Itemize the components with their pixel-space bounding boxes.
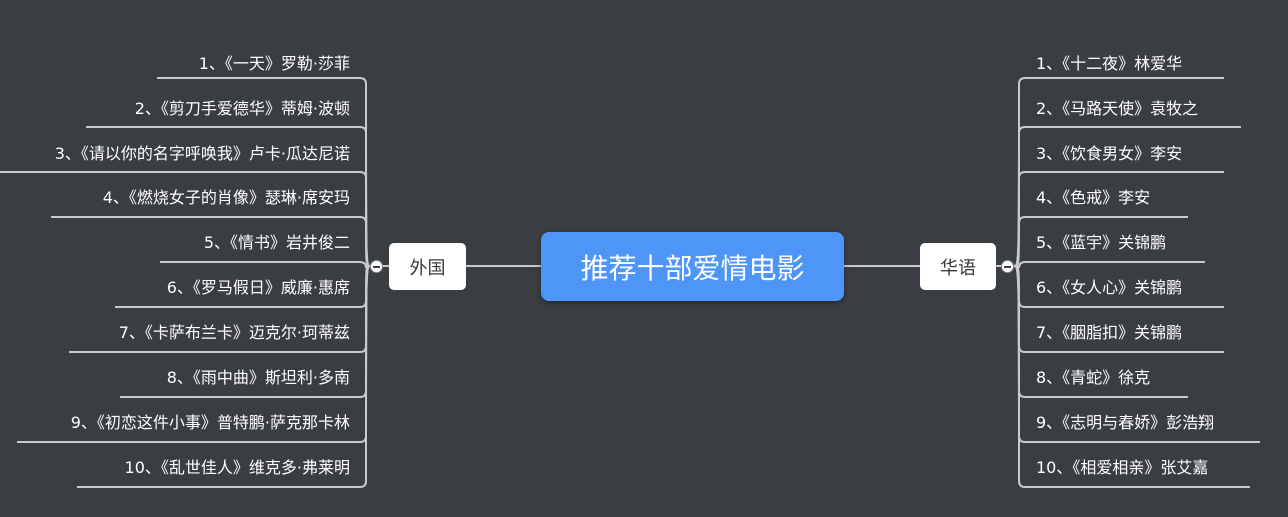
connector-chinese-leaf	[1013, 216, 1188, 267]
leaf-topic[interactable]: 1、《十二夜》林爱华	[1036, 54, 1183, 73]
central-topic[interactable]: 推荐十部爱情电影	[541, 232, 844, 301]
leaf-topic[interactable]: 4、《燃烧女子的肖像》瑟琳·席安玛	[102, 188, 350, 207]
leaf-topic[interactable]: 10、《乱世佳人》维克多·弗莱明	[124, 458, 350, 477]
leaf-topic[interactable]: 8、《雨中曲》斯坦利·多南	[166, 368, 350, 387]
branch-topic-label: 华语	[940, 257, 976, 279]
leaf-topic[interactable]: 1、《一天》罗勒·莎菲	[198, 54, 350, 73]
leaf-topic[interactable]: 6、《罗马假日》威廉·惠席	[166, 278, 350, 297]
leaf-topic[interactable]: 9、《初恋这件小事》普特鹏·萨克那卡林	[70, 413, 350, 432]
leaf-topic[interactable]: 5、《蓝宇》关锦鹏	[1036, 233, 1167, 252]
leaf-topic[interactable]: 7、《胭脂扣》关锦鹏	[1036, 323, 1183, 342]
connector-chinese-leaf	[1013, 261, 1205, 269]
collapse-toggle-foreign[interactable]	[370, 260, 383, 273]
leaf-topic[interactable]: 2、《剪刀手爱德华》蒂姆·波顿	[134, 99, 350, 118]
leaf-topic[interactable]: 5、《情书》岩井俊二	[203, 233, 350, 252]
branch-topic-foreign[interactable]: 外国	[389, 243, 466, 290]
leaf-topic[interactable]: 3、《请以你的名字呼唤我》卢卡·瓜达尼诺	[54, 144, 350, 163]
connector-foreign-leaf	[51, 216, 371, 267]
central-topic-label: 推荐十部爱情电影	[580, 251, 805, 285]
branch-topic-label: 外国	[409, 257, 446, 279]
leaf-topic[interactable]: 2、《马路天使》袁牧之	[1036, 99, 1199, 118]
leaf-topic[interactable]: 8、《青蛇》徐克	[1036, 368, 1151, 387]
leaf-topic[interactable]: 3、《饮食男女》李安	[1036, 144, 1183, 163]
leaf-topic[interactable]: 7、《卡萨布兰卡》迈克尔·珂蒂兹	[118, 323, 350, 342]
collapse-toggle-chinese[interactable]	[1001, 260, 1014, 273]
branch-topic-chinese[interactable]: 华语	[920, 243, 996, 290]
leaf-topic[interactable]: 6、《女人心》关锦鹏	[1036, 278, 1183, 297]
connector-foreign-leaf	[160, 261, 371, 269]
connector-chinese-leaf	[1013, 265, 1250, 488]
leaf-topic[interactable]: 4、《色戒》李安	[1036, 188, 1151, 207]
connector-foreign-leaf	[77, 265, 371, 488]
leaf-topic[interactable]: 10、《相爱相亲》张艾嘉	[1036, 458, 1209, 477]
leaf-topic[interactable]: 9、《志明与春娇》彭浩翔	[1036, 413, 1215, 432]
